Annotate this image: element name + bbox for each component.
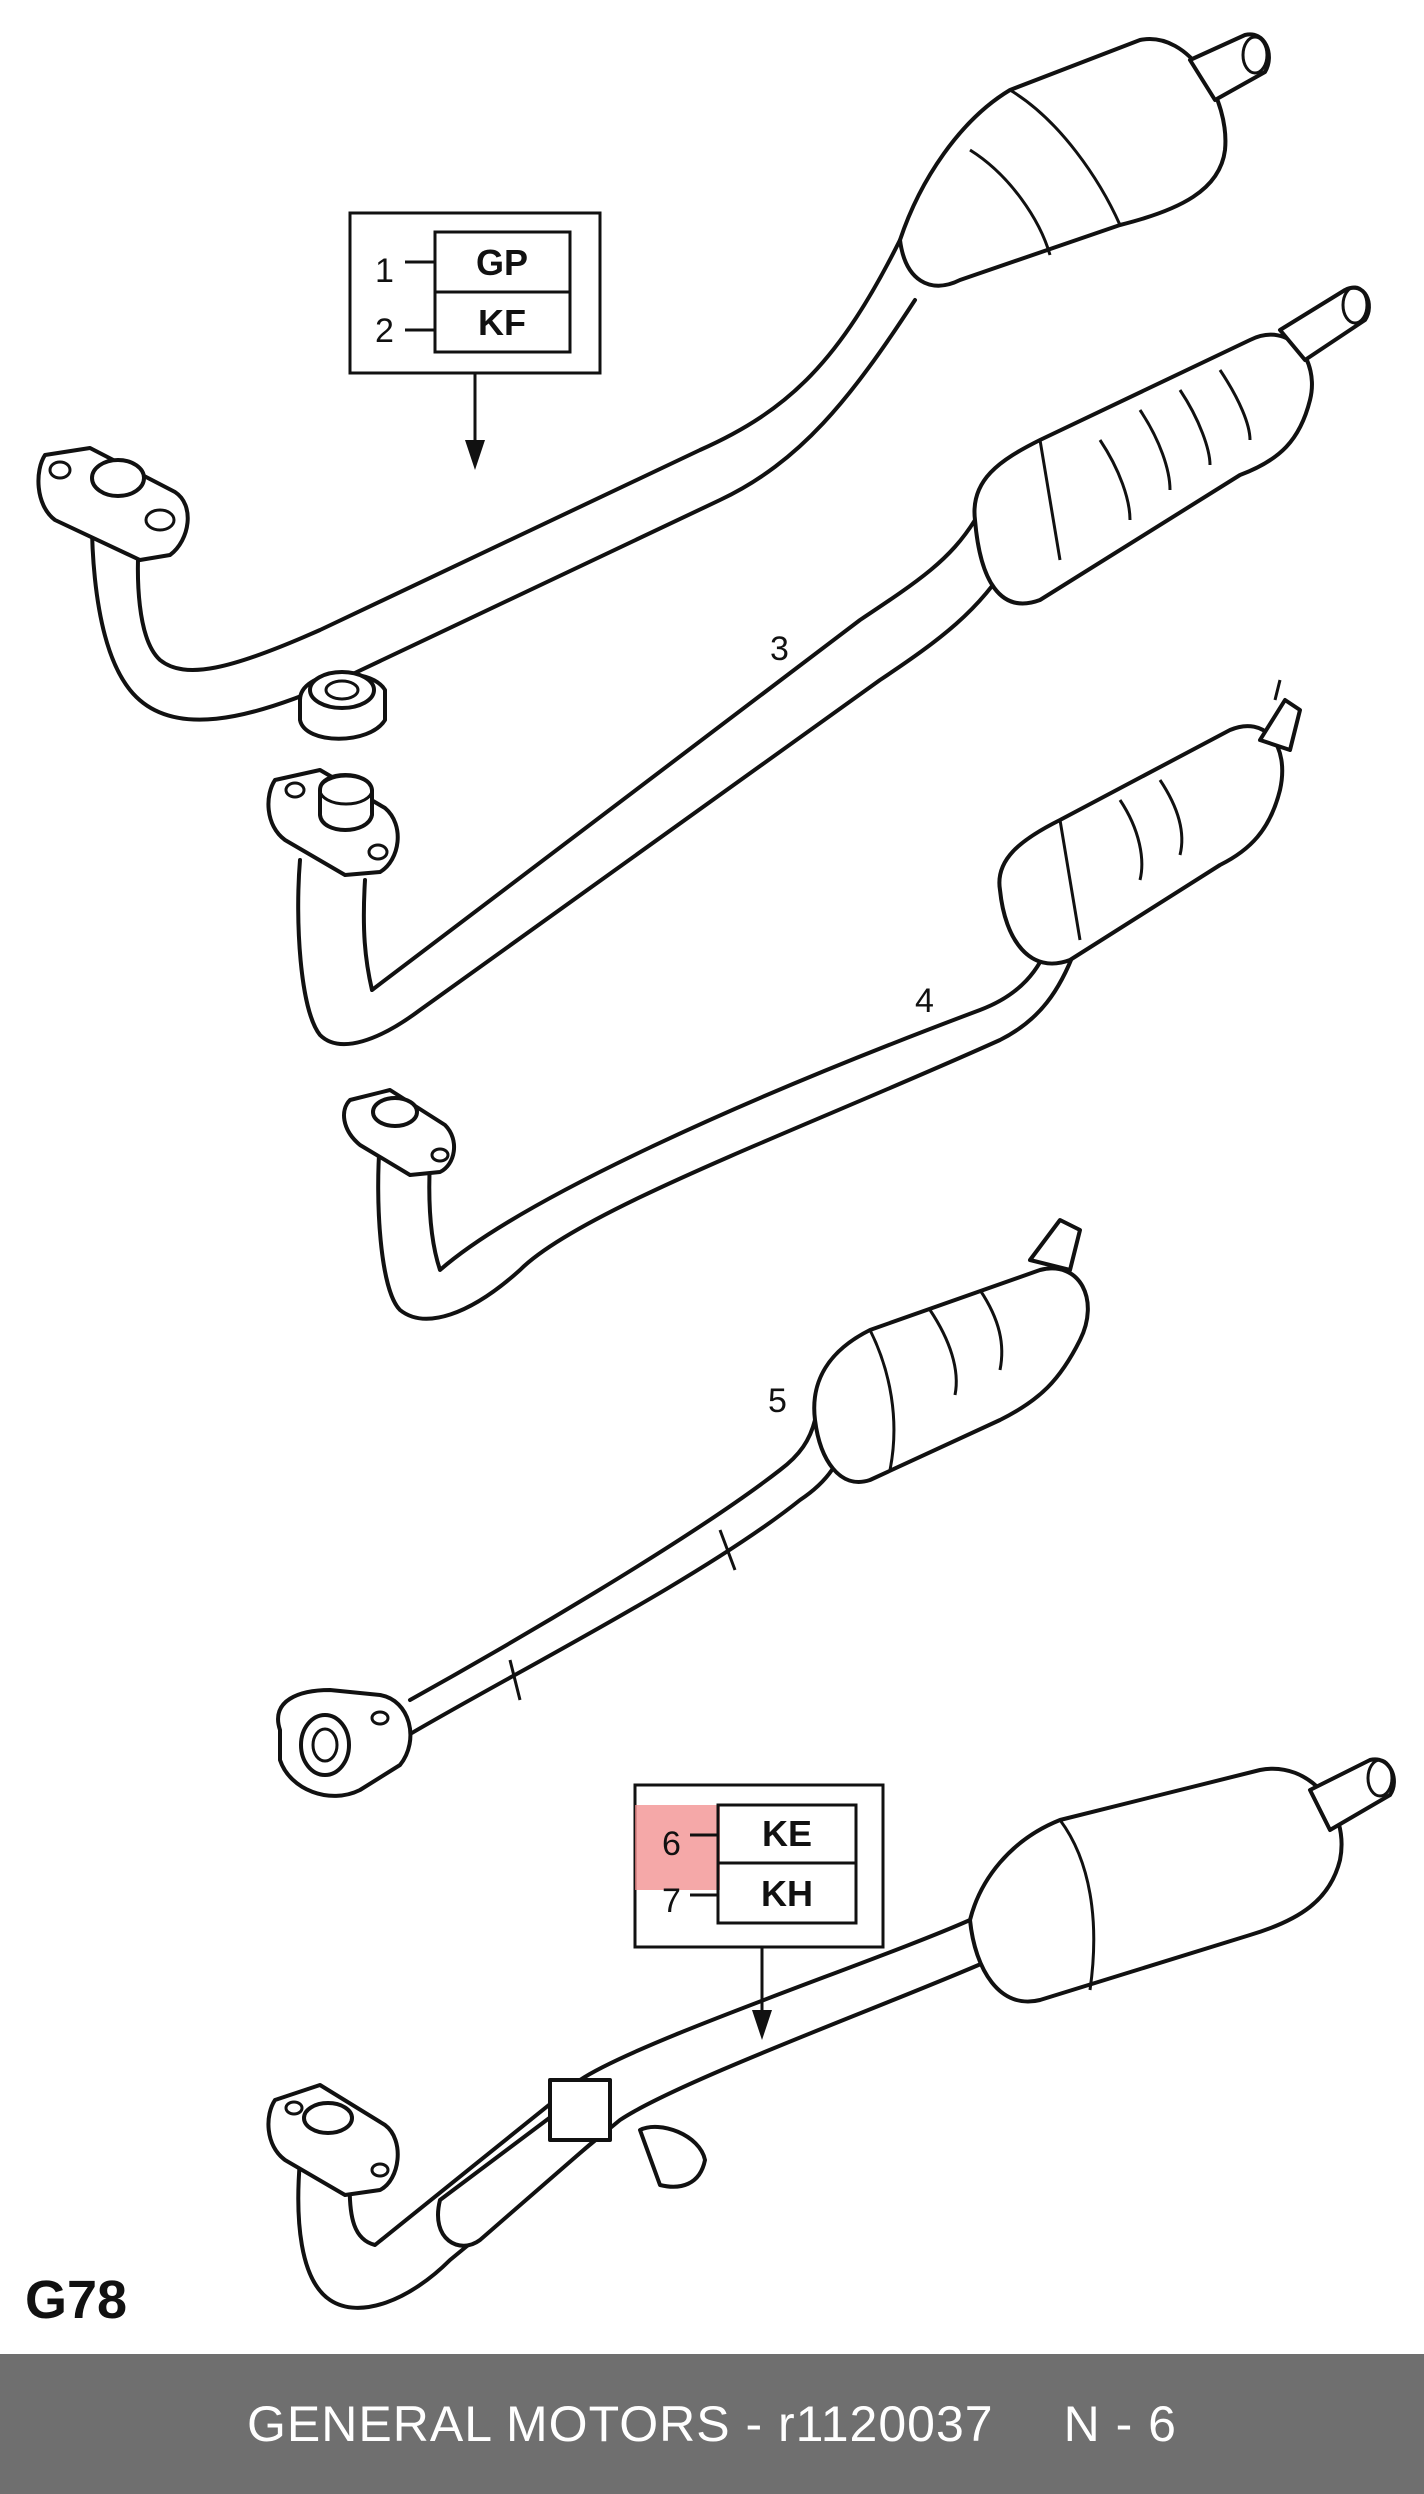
code-gp: GP [476, 242, 528, 283]
gasket-ring [298, 670, 387, 741]
callout-7: 7 [662, 1882, 681, 1920]
arrow-head-top [465, 440, 485, 470]
arrow-head-bottom [752, 2010, 772, 2040]
figure-label: G78 [25, 2270, 127, 2330]
callout-4: 4 [915, 982, 934, 1020]
callout-box-bottom: 6 7 KE KH [633, 1783, 885, 2040]
code-kh: KH [761, 1873, 813, 1914]
callout-2: 2 [375, 312, 394, 350]
footer-brand: GENERAL MOTORS - r1120037 [247, 2396, 994, 2452]
code-kf: KF [478, 302, 526, 343]
footer-page: N - 6 [1063, 2396, 1177, 2452]
part-4-front-pipe-converter: 4 [342, 679, 1302, 1321]
callout-box-top: 1 2 GP KF [348, 211, 602, 470]
part-3-front-pipe-converter: 3 [266, 285, 1371, 1047]
callout-6: 6 [662, 1825, 681, 1863]
callout-5: 5 [768, 1382, 787, 1420]
part-5-rear-converter: 5 [276, 1218, 1090, 1798]
callout-1: 1 [375, 252, 394, 290]
exhaust-parts-diagram: 1 2 GP KF 3 [25, 32, 1396, 2330]
callout-3: 3 [770, 630, 789, 668]
part-6-7-front-pipe-converter [266, 1757, 1396, 2310]
footer-bar: GENERAL MOTORS - r1120037 N - 6 [0, 2354, 1424, 2494]
part-1-2-front-pipe-converter [36, 32, 1271, 722]
code-ke: KE [762, 1813, 812, 1854]
highlight-6 [635, 1805, 720, 1890]
